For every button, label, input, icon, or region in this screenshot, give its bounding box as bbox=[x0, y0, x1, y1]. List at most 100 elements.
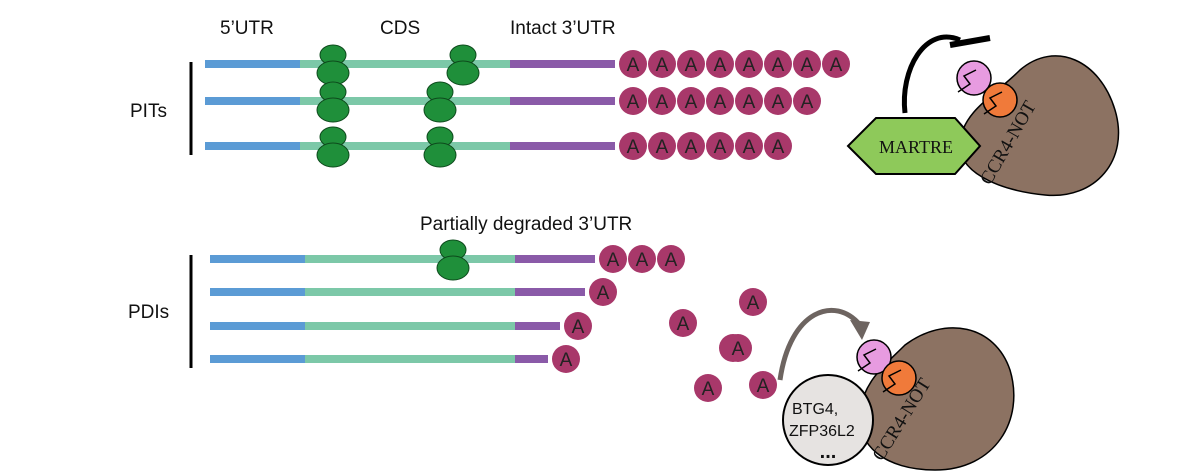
poly-a-letter: A bbox=[772, 137, 785, 158]
inhibition-symbol bbox=[901, 34, 991, 114]
ribosome bbox=[423, 126, 457, 168]
cds-segment bbox=[305, 355, 515, 363]
utr3-segment bbox=[510, 142, 615, 150]
poly-a-letter: A bbox=[656, 137, 669, 158]
ribosome-large-subunit bbox=[423, 142, 457, 168]
poly-a-circle bbox=[793, 87, 821, 115]
ribosome bbox=[423, 81, 457, 123]
label-5utr: 5’UTR bbox=[220, 18, 274, 39]
label-partial-3utr: Partially degraded 3’UTR bbox=[420, 214, 632, 235]
poly-a-unit: A bbox=[764, 50, 792, 78]
poly-a-unit: A bbox=[706, 87, 734, 115]
utr5-segment bbox=[205, 97, 300, 105]
poly-a-circle bbox=[694, 374, 722, 402]
poly-a-circle bbox=[552, 345, 580, 373]
poly-a-circle bbox=[677, 87, 705, 115]
poly-a-circle bbox=[764, 132, 792, 160]
poly-a-unit: A bbox=[735, 87, 763, 115]
poly-a-circle bbox=[677, 132, 705, 160]
cds-segment bbox=[300, 142, 510, 150]
poly-a-unit: A bbox=[619, 50, 647, 78]
poly-a-unit: A bbox=[706, 132, 734, 160]
poly-a-circle bbox=[793, 50, 821, 78]
poly-a-circle bbox=[589, 278, 617, 306]
ribosome-large-subunit bbox=[316, 97, 350, 123]
poly-a-unit: A bbox=[619, 87, 647, 115]
poly-a-unit: A bbox=[735, 50, 763, 78]
poly-a-unit: A bbox=[749, 371, 777, 399]
poly-a-letter: A bbox=[627, 92, 640, 113]
poly-a-circle bbox=[764, 87, 792, 115]
poly-a-letter: A bbox=[772, 55, 785, 76]
utr3-segment bbox=[515, 255, 595, 263]
ribosome-large-subunit bbox=[423, 97, 457, 123]
utr3-segment bbox=[510, 60, 615, 68]
cds-segment bbox=[305, 255, 515, 263]
poly-a-letter: A bbox=[714, 137, 727, 158]
ribosome-large-subunit bbox=[316, 142, 350, 168]
poly-a-circle bbox=[657, 245, 685, 273]
poly-a-letter: A bbox=[702, 379, 715, 400]
poly-a-letter: A bbox=[627, 55, 640, 76]
poly-a-letter: A bbox=[572, 317, 585, 338]
poly-a-letter: A bbox=[685, 137, 698, 158]
poly-a-letter: A bbox=[685, 55, 698, 76]
poly-a-circle bbox=[706, 50, 734, 78]
poly-a-circle bbox=[735, 132, 763, 160]
poly-a-unit: A bbox=[619, 132, 647, 160]
ribosome-large-subunit bbox=[446, 60, 480, 86]
cds-segment bbox=[305, 288, 515, 296]
poly-a-unit: A bbox=[628, 245, 656, 273]
mrna-transcript: A bbox=[210, 345, 580, 373]
poly-a-unit: A bbox=[706, 50, 734, 78]
poly-a-unit: A bbox=[657, 245, 685, 273]
label-pits: PITs bbox=[130, 101, 167, 122]
ccr4-not-complex-bottom: CCR4-NOT bbox=[856, 327, 1015, 471]
recruitment-arrow bbox=[777, 307, 870, 381]
poly-a-circle bbox=[619, 132, 647, 160]
poly-a-unit: A bbox=[724, 334, 752, 362]
poly-a-letter: A bbox=[665, 250, 678, 271]
utr5-segment bbox=[210, 322, 305, 330]
poly-a-letter: A bbox=[714, 55, 727, 76]
poly-a-circle bbox=[619, 50, 647, 78]
poly-a-letter: A bbox=[656, 55, 669, 76]
ribosome bbox=[446, 44, 480, 86]
poly-a-letter: A bbox=[732, 339, 745, 360]
poly-a-circle bbox=[619, 87, 647, 115]
poly-a-letter: A bbox=[830, 55, 843, 76]
poly-a-unit: A bbox=[739, 288, 767, 316]
poly-a-unit: A bbox=[694, 374, 722, 402]
poly-a-circle bbox=[724, 334, 752, 362]
label-pdis: PDIs bbox=[128, 302, 169, 323]
btg4-label: BTG4, bbox=[792, 401, 838, 418]
poly-a-letter: A bbox=[743, 92, 756, 113]
poly-a-unit: A bbox=[552, 345, 580, 373]
poly-a-letter: A bbox=[801, 55, 814, 76]
poly-a-circle bbox=[628, 245, 656, 273]
ribosome bbox=[436, 239, 470, 281]
martre-protein: MARTRE bbox=[846, 117, 982, 175]
ribosome bbox=[316, 126, 350, 168]
poly-a-unit: A bbox=[564, 312, 592, 340]
poly-a-circle bbox=[735, 50, 763, 78]
poly-a-letter: A bbox=[685, 92, 698, 113]
ccr4-not-complex-top: CCR4-NOT bbox=[956, 55, 1120, 197]
poly-a-letter: A bbox=[747, 293, 760, 314]
utr5-segment bbox=[205, 142, 300, 150]
utr3-segment bbox=[515, 355, 548, 363]
poly-a-circle bbox=[749, 371, 777, 399]
utr3-segment bbox=[510, 97, 615, 105]
poly-a-letter: A bbox=[801, 92, 814, 113]
poly-a-letter: A bbox=[772, 92, 785, 113]
poly-a-letter: A bbox=[560, 350, 573, 371]
poly-a-unit: A bbox=[822, 50, 850, 78]
poly-a-unit: A bbox=[793, 50, 821, 78]
subunit-pink-bottom bbox=[856, 339, 892, 375]
